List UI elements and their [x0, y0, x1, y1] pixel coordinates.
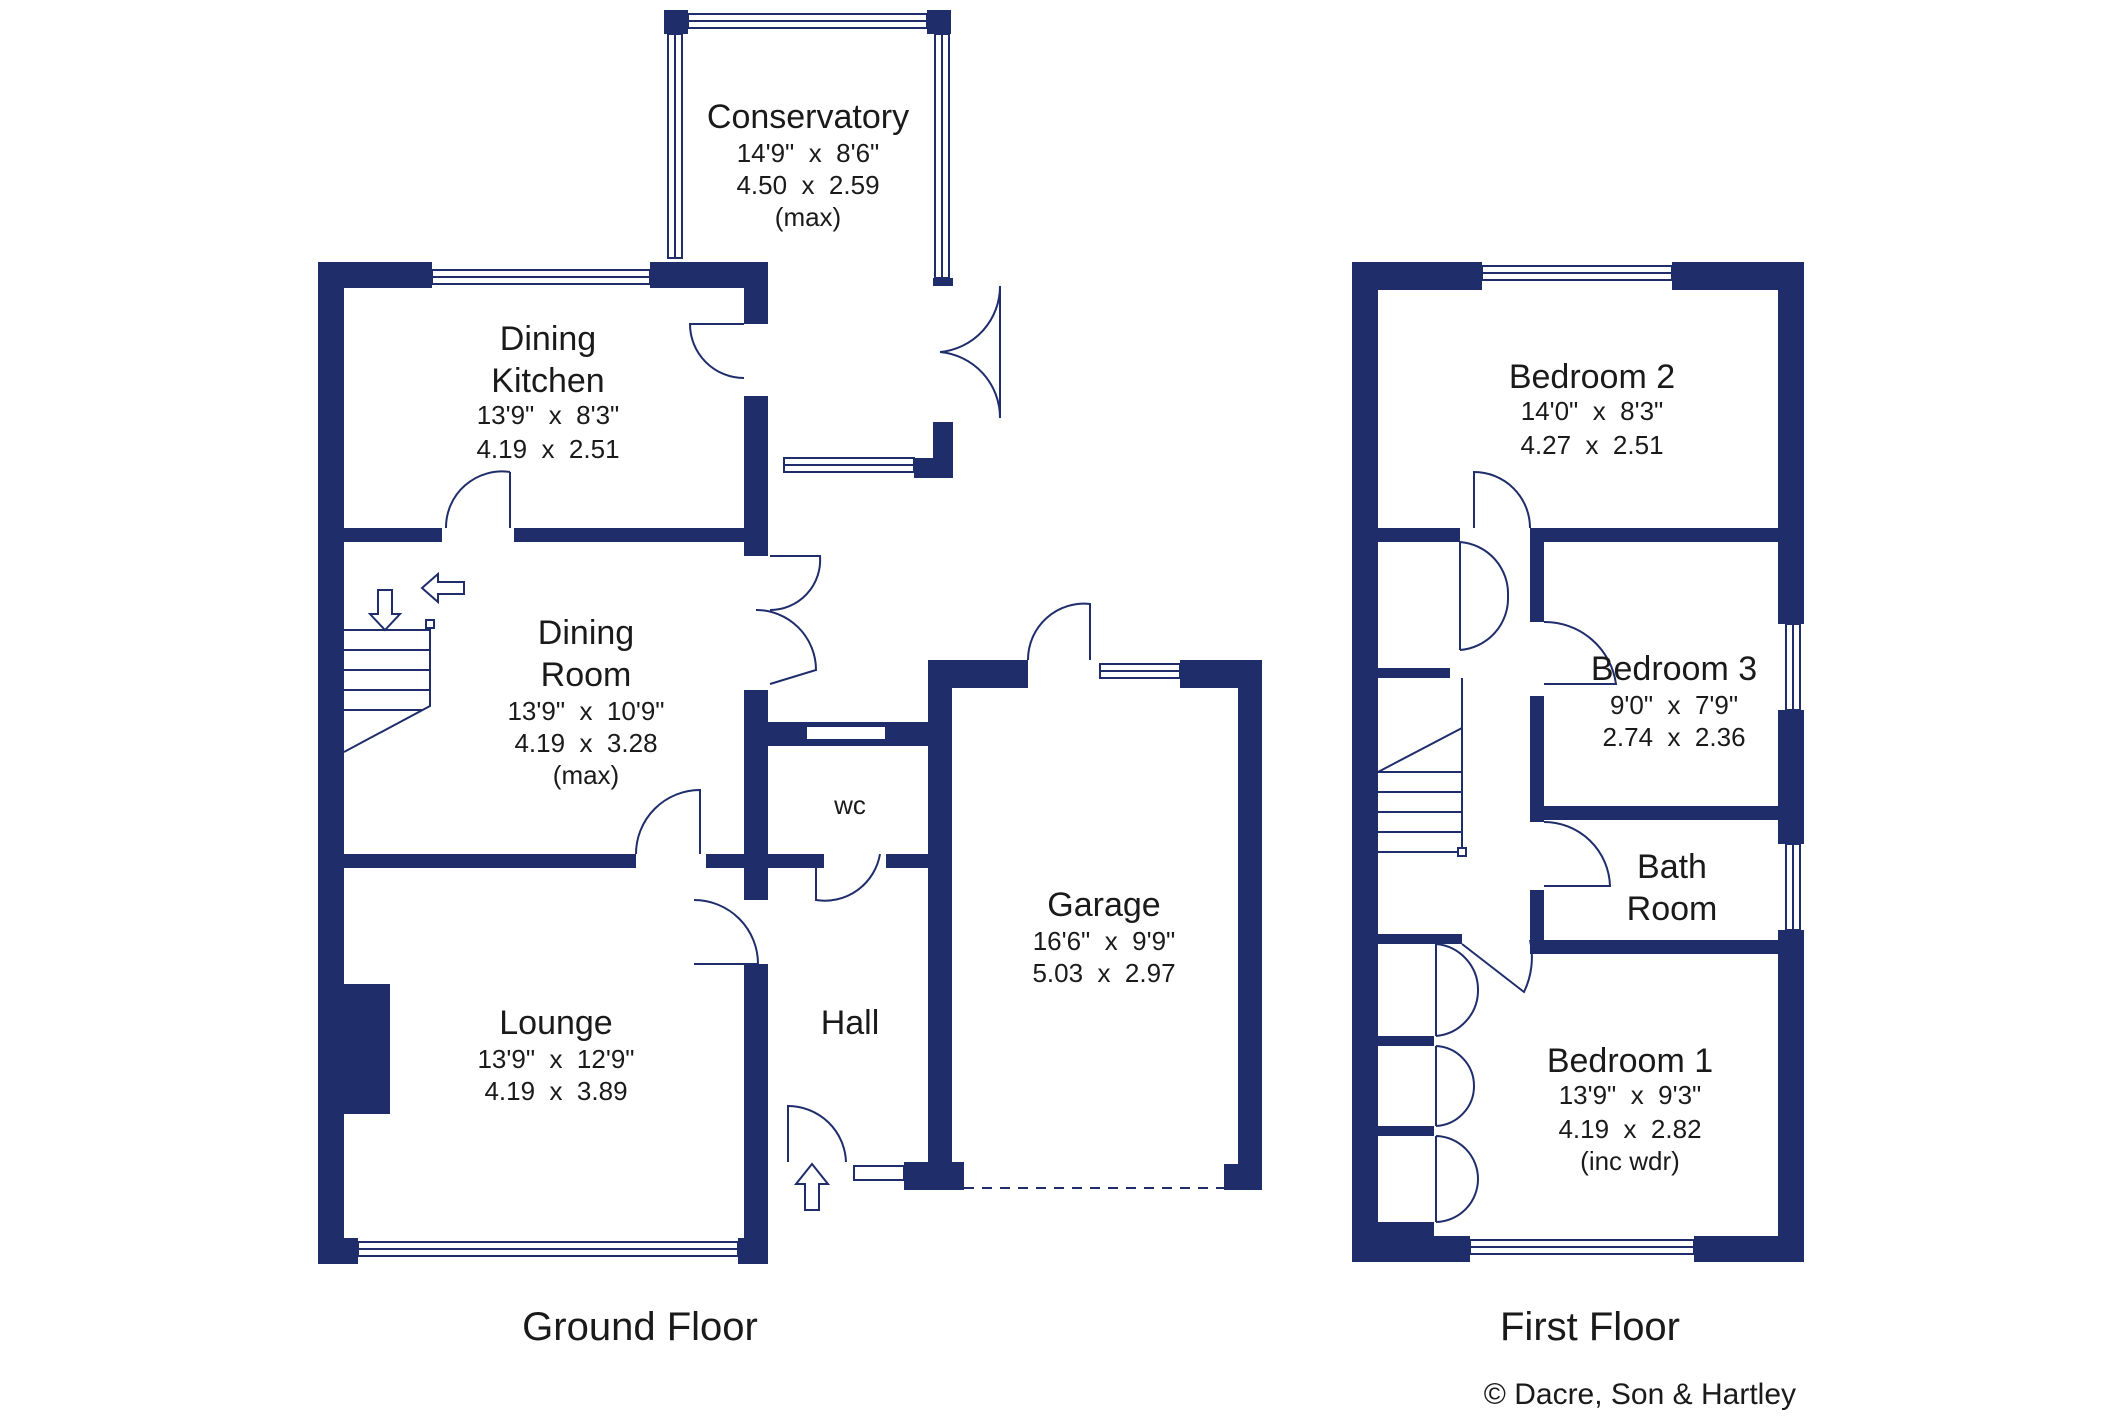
garage-walls: [928, 660, 1262, 1190]
wc-name: wc: [833, 790, 866, 820]
bedroom1-imperial: 13'9" x 9'3": [1559, 1080, 1702, 1110]
kitchen-walls: [318, 262, 964, 1264]
bedroom1-note: (inc wdr): [1580, 1146, 1680, 1176]
conservatory-imperial: 14'9" x 8'6": [737, 138, 880, 168]
bedroom1-name: Bedroom 1: [1547, 1042, 1713, 1080]
garage-metric: 5.03 x 2.97: [1032, 958, 1175, 988]
dining-room-name-2: Room: [541, 656, 632, 694]
ground-floor-label: Ground Floor: [522, 1305, 758, 1349]
entrance-arrow-icon: [793, 1162, 831, 1211]
ground-floor-stairs: [343, 571, 465, 753]
dining-room-metric: 4.19 x 3.28: [514, 728, 657, 758]
lounge-name: Lounge: [499, 1004, 612, 1042]
lounge-metric: 4.19 x 3.89: [484, 1076, 627, 1106]
dining-kitchen-imperial: 13'9" x 8'3": [477, 400, 620, 430]
bedroom1-metric: 4.19 x 2.82: [1558, 1114, 1701, 1144]
bathroom-name-1: Bath: [1637, 848, 1707, 886]
first-floor-doors: [1435, 470, 1618, 1223]
bathroom-name-2: Room: [1627, 890, 1718, 928]
copyright-text: © Dacre, Son & Hartley: [1484, 1378, 1796, 1411]
garage-imperial: 16'6" x 9'9": [1033, 926, 1176, 956]
conservatory-note: (max): [775, 202, 841, 232]
hall-name: Hall: [821, 1004, 880, 1042]
bedroom3-imperial: 9'0" x 7'9": [1610, 690, 1738, 720]
first-floor-label: First Floor: [1500, 1305, 1680, 1349]
first-floor-plan: [1352, 262, 1804, 1262]
first-floor-stairs: [1377, 678, 1467, 857]
dining-room-name-1: Dining: [538, 614, 634, 652]
bedroom3-name: Bedroom 3: [1591, 650, 1757, 688]
lounge-imperial: 13'9" x 12'9": [477, 1044, 634, 1074]
bedroom2-metric: 4.27 x 2.51: [1520, 430, 1663, 460]
dining-kitchen-metric: 4.19 x 2.51: [476, 434, 619, 464]
bedroom3-metric: 2.74 x 2.36: [1602, 722, 1745, 752]
dining-kitchen-name-1: Dining: [500, 320, 596, 358]
dining-room-note: (max): [553, 760, 619, 790]
conservatory-metric: 4.50 x 2.59: [736, 170, 879, 200]
dining-kitchen-name-2: Kitchen: [491, 362, 604, 400]
conservatory-frame: [664, 10, 953, 478]
dining-room-imperial: 13'9" x 10'9": [507, 696, 664, 726]
bedroom2-name: Bedroom 2: [1509, 358, 1675, 396]
ground-floor-doors: [444, 285, 1091, 1163]
ground-floor-plan: [318, 10, 1262, 1264]
garage-name: Garage: [1047, 886, 1160, 924]
conservatory-name: Conservatory: [707, 98, 909, 136]
bedroom2-imperial: 14'0" x 8'3": [1521, 396, 1664, 426]
